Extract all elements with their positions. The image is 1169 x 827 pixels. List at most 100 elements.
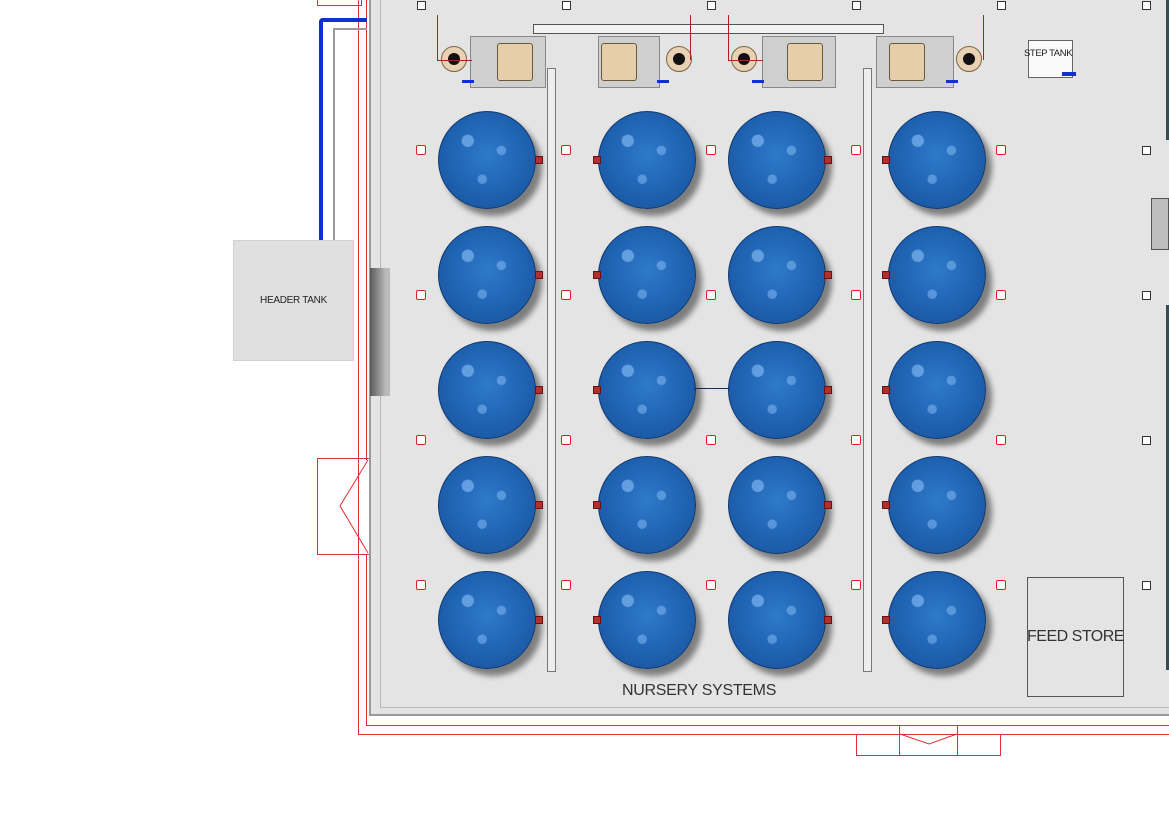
drain-valve-icon bbox=[593, 271, 601, 279]
column-marker bbox=[1142, 291, 1151, 300]
filtration-unit-3[interactable] bbox=[762, 36, 836, 88]
drain-valve-icon bbox=[535, 501, 543, 509]
drain-valve-icon bbox=[535, 156, 543, 164]
side-door-swing bbox=[339, 459, 369, 554]
nursery-tank[interactable] bbox=[598, 571, 696, 669]
drain-valve-icon bbox=[535, 271, 543, 279]
right-wall-line bbox=[1166, 0, 1169, 140]
column-marker bbox=[417, 1, 426, 10]
drain-valve-icon bbox=[824, 616, 832, 624]
bottom-door bbox=[856, 734, 1001, 756]
drain-valve-icon bbox=[882, 156, 890, 164]
nursery-tank[interactable] bbox=[438, 571, 536, 669]
column-marker-red bbox=[706, 145, 716, 155]
outer-wall-bottom bbox=[358, 734, 1169, 735]
outer-wall-left bbox=[358, 0, 359, 734]
filter-box bbox=[497, 43, 533, 81]
filter-box bbox=[787, 43, 823, 81]
nursery-tank[interactable] bbox=[598, 111, 696, 209]
column-marker-red bbox=[996, 145, 1006, 155]
column-marker-red bbox=[561, 580, 571, 590]
nursery-tank[interactable] bbox=[888, 456, 986, 554]
nursery-tank[interactable] bbox=[888, 226, 986, 324]
step-tank[interactable] bbox=[1028, 40, 1073, 78]
bottom-door-post-left bbox=[899, 725, 900, 756]
blue-valve-icon bbox=[946, 80, 958, 83]
drain-valve-icon bbox=[824, 386, 832, 394]
blue-valve-icon bbox=[752, 80, 764, 83]
nursery-systems-label: NURSERY SYSTEMS bbox=[622, 682, 777, 699]
drain-valve-icon bbox=[535, 616, 543, 624]
side-door bbox=[317, 458, 369, 555]
drain-valve-icon bbox=[882, 501, 890, 509]
column-marker-red bbox=[561, 145, 571, 155]
step-tank-label: STEP TANK bbox=[1024, 48, 1073, 59]
filter-box bbox=[601, 43, 637, 81]
inflow-pipe-2 bbox=[690, 15, 691, 60]
column-marker-red bbox=[851, 580, 861, 590]
pump-4[interactable] bbox=[956, 46, 982, 72]
nursery-tank[interactable] bbox=[728, 571, 826, 669]
drain-valve-icon bbox=[882, 386, 890, 394]
drain-valve-icon bbox=[593, 386, 601, 394]
top-manifold bbox=[533, 24, 884, 34]
outer-wall-left-inner-lower bbox=[366, 555, 367, 725]
column-marker-red bbox=[706, 290, 716, 300]
nursery-tank[interactable] bbox=[728, 456, 826, 554]
column-marker-red bbox=[416, 435, 426, 445]
column-marker-red bbox=[851, 290, 861, 300]
nursery-tank[interactable] bbox=[888, 571, 986, 669]
column-marker-red bbox=[851, 435, 861, 445]
nursery-tank[interactable] bbox=[438, 341, 536, 439]
pipe-rail-left bbox=[547, 68, 556, 672]
column-marker bbox=[1142, 436, 1151, 445]
nursery-tank[interactable] bbox=[438, 226, 536, 324]
nursery-tank[interactable] bbox=[888, 341, 986, 439]
feed-store-label: FEED STORE bbox=[1027, 628, 1124, 645]
nursery-tank[interactable] bbox=[438, 111, 536, 209]
nursery-tank[interactable] bbox=[598, 456, 696, 554]
feed-store[interactable]: FEED STORE bbox=[1027, 577, 1124, 697]
column-marker-red bbox=[706, 580, 716, 590]
nursery-tank[interactable] bbox=[728, 111, 826, 209]
header-tank-outlet bbox=[370, 268, 390, 396]
column-marker bbox=[1142, 1, 1151, 10]
nursery-tank[interactable] bbox=[598, 226, 696, 324]
column-marker-red bbox=[561, 290, 571, 300]
pump-3[interactable] bbox=[731, 46, 757, 72]
nursery-tank[interactable] bbox=[728, 226, 826, 324]
column-marker-red bbox=[996, 580, 1006, 590]
drain-valve-icon bbox=[535, 386, 543, 394]
column-marker-red bbox=[416, 580, 426, 590]
filter-box bbox=[889, 43, 925, 81]
nursery-tank[interactable] bbox=[728, 341, 826, 439]
drain-valve-icon bbox=[593, 156, 601, 164]
column-marker bbox=[707, 1, 716, 10]
blue-valve-icon bbox=[462, 80, 474, 83]
header-tank[interactable]: HEADER TANK bbox=[233, 240, 354, 361]
pump-1[interactable] bbox=[441, 46, 467, 72]
drain-valve-icon bbox=[593, 501, 601, 509]
filtration-unit-2[interactable] bbox=[598, 36, 660, 88]
column-marker-red bbox=[416, 145, 426, 155]
nursery-tank[interactable] bbox=[598, 341, 696, 439]
drain-valve-icon bbox=[882, 271, 890, 279]
nursery-tank[interactable] bbox=[888, 111, 986, 209]
pump-2[interactable] bbox=[666, 46, 692, 72]
filtration-unit-4[interactable] bbox=[876, 36, 954, 88]
column-marker-red bbox=[996, 290, 1006, 300]
right-wall-fixture bbox=[1151, 198, 1169, 250]
supply-pipe bbox=[319, 18, 367, 242]
tank-link-pipe bbox=[694, 388, 730, 389]
column-marker bbox=[997, 1, 1006, 10]
right-wall-line-lower bbox=[1166, 305, 1169, 670]
column-marker bbox=[562, 1, 571, 10]
nursery-tank[interactable] bbox=[438, 456, 536, 554]
filtration-unit-1[interactable] bbox=[470, 36, 546, 88]
inflow-pipe-3 bbox=[728, 15, 763, 61]
outer-wall-left-inner bbox=[366, 0, 367, 460]
column-marker bbox=[1142, 146, 1151, 155]
drain-valve-icon bbox=[824, 156, 832, 164]
column-marker-red bbox=[851, 145, 861, 155]
column-marker-red bbox=[706, 435, 716, 445]
